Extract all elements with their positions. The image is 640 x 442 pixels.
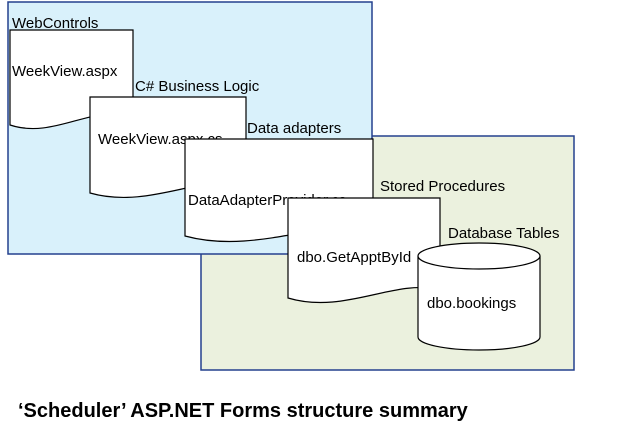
group-label-business-logic: C# Business Logic (135, 78, 260, 95)
database-bookings: Database Tables dbo.bookings (417, 225, 559, 351)
document-label: dbo.GetApptById (297, 249, 411, 266)
database-label: dbo.bookings (427, 295, 516, 312)
webcontrols-region-border (7, 1, 373, 255)
database-cylinder-top (417, 242, 541, 270)
group-label-data-adapters: Data adapters (247, 120, 341, 137)
diagram-caption: ‘Scheduler’ ASP.NET Forms structure summ… (18, 400, 468, 422)
webcontrols-label: WebControls (12, 15, 98, 32)
database-cylinder-body (417, 256, 541, 351)
group-label-stored-procedures: Stored Procedures (380, 178, 505, 195)
document-label: WeekView.aspx (12, 63, 118, 80)
group-label-database-tables: Database Tables (448, 225, 559, 242)
